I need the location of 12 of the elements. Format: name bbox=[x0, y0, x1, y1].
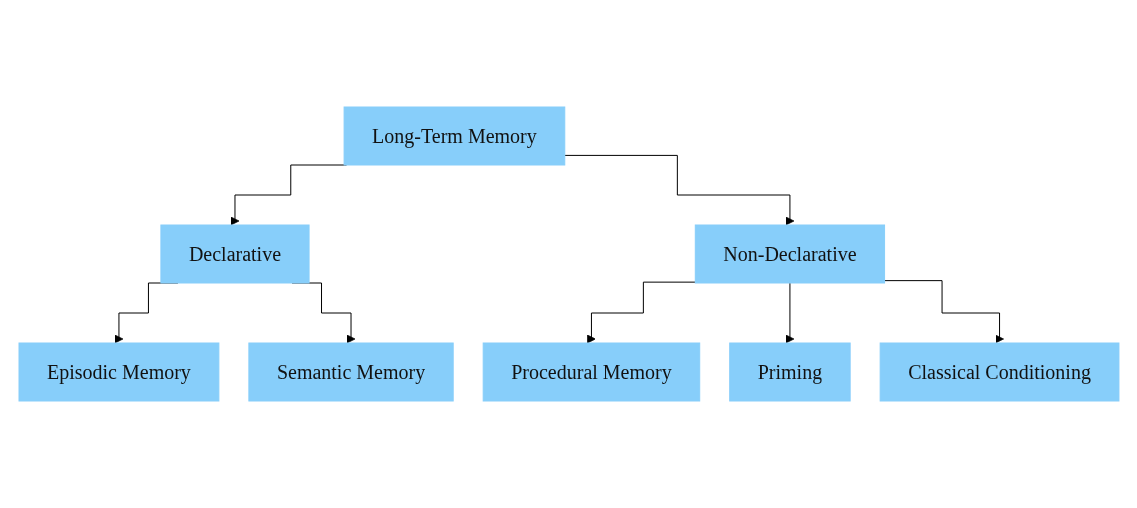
node-box: Priming bbox=[728, 342, 851, 402]
arrow bbox=[883, 280, 1004, 344]
node-box: Long-Term Memory bbox=[343, 106, 565, 166]
arrow bbox=[586, 281, 696, 344]
node-box: Episodic Memory bbox=[18, 342, 219, 402]
arrow bbox=[563, 154, 794, 226]
node-box: Classical Conditioning bbox=[879, 342, 1119, 402]
node-box: Procedural Memory bbox=[482, 342, 700, 402]
node-box: Semantic Memory bbox=[247, 342, 454, 402]
arrow bbox=[785, 282, 794, 344]
node-box: Declarative bbox=[159, 224, 310, 284]
node-box: Non-Declarative bbox=[694, 224, 885, 284]
